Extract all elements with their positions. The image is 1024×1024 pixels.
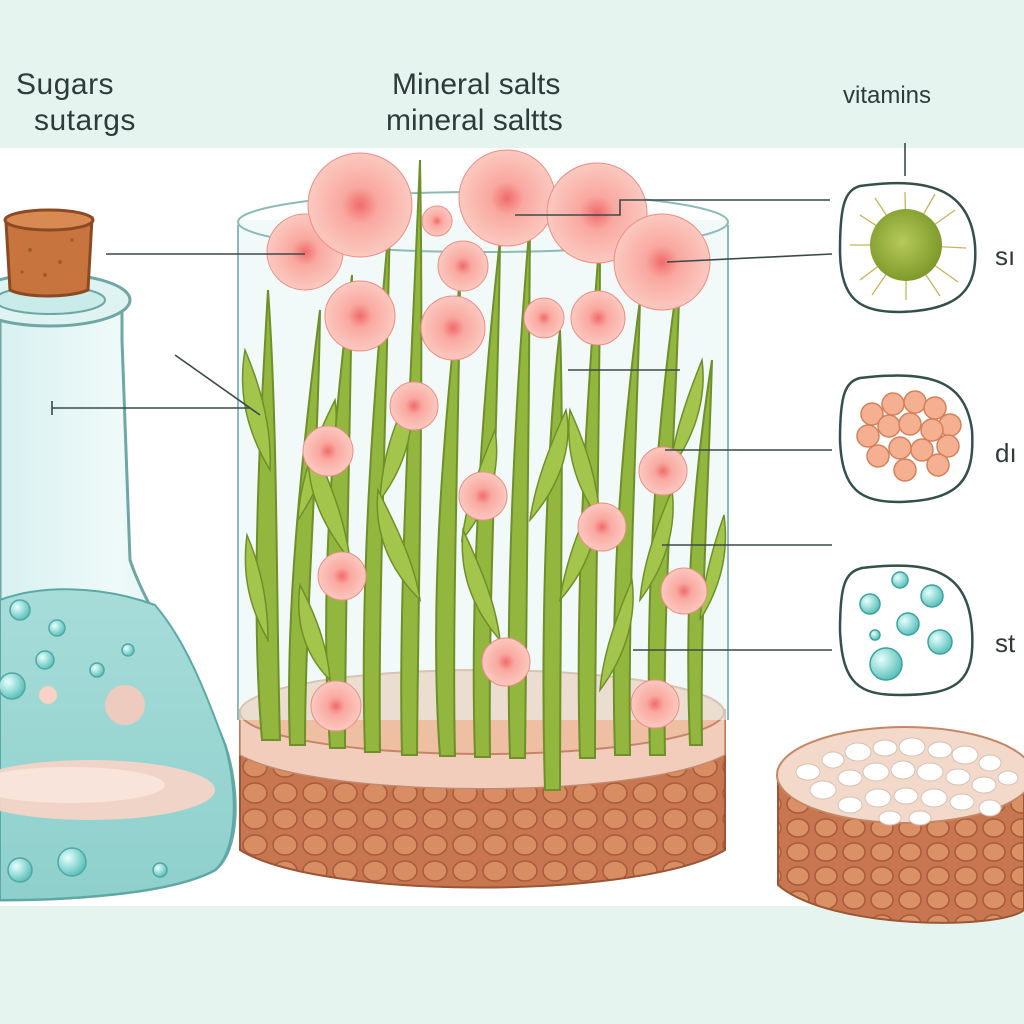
flask-icon xyxy=(0,272,237,902)
leader-lines xyxy=(51,143,906,651)
mineral-salts-label-secondary: mineral saltts xyxy=(386,104,563,137)
cork-icon xyxy=(3,208,95,298)
sugars-label-secondary: sutargs xyxy=(34,104,136,137)
mineral-panel xyxy=(838,374,974,504)
top-band xyxy=(0,0,1024,148)
bottom-band xyxy=(0,906,1024,1024)
side-label-top: sı xyxy=(995,241,1016,271)
vitamin-panel xyxy=(838,181,977,314)
culture-jar-icon xyxy=(237,149,729,889)
vitamins-label: vitamins xyxy=(843,82,932,109)
agar-disc-icon xyxy=(776,726,1024,924)
droplet-panel xyxy=(838,564,974,697)
side-label-middle: dı xyxy=(995,438,1017,468)
flower-heads xyxy=(266,149,711,732)
side-label-bottom: st xyxy=(995,628,1016,658)
teal-droplets-icon xyxy=(859,571,953,681)
mineral-salts-label: Mineral salts xyxy=(392,68,561,101)
orange-cluster-icon xyxy=(856,390,962,482)
green-cell-icon xyxy=(850,191,967,300)
sugars-label: Sugars xyxy=(16,68,115,101)
